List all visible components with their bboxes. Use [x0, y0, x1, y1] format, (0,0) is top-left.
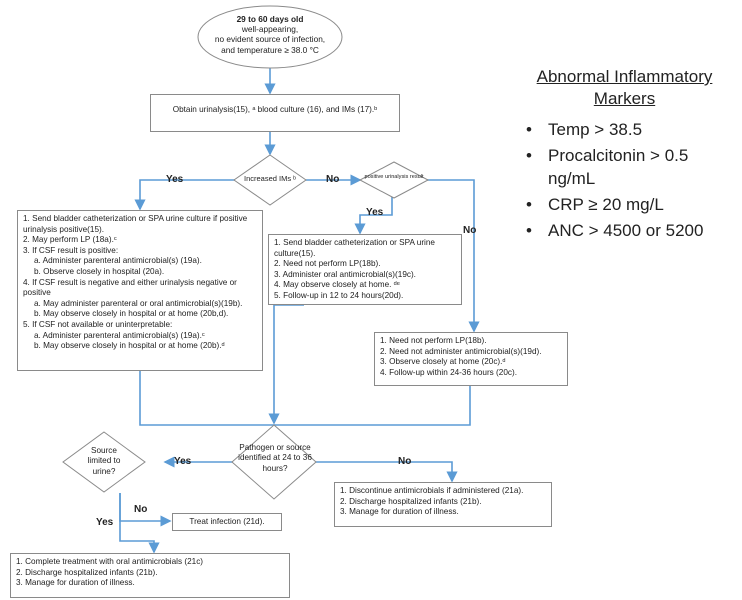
decision-source-limited-label: Source limited to urine?: [87, 446, 121, 476]
mid-item-3: 3. Administer oral antimicrobial(s)(19c)…: [274, 269, 416, 279]
label-no-1: No: [326, 174, 340, 185]
right-item-2: 2. Need not administer antimicrobial(s)(…: [380, 346, 542, 356]
start-node: 29 to 60 days old well-appearing, no evi…: [200, 14, 340, 55]
label-no-4: No: [134, 504, 148, 515]
start-line-3: no evident source of infection,: [214, 34, 326, 45]
decision-pathogen-identified: [231, 424, 317, 500]
obtain-tests-text: Obtain urinalysis(15), ᵃ blood culture (…: [172, 105, 378, 114]
left-item-4a: a. May administer parenteral or oral ant…: [34, 298, 243, 308]
label-yes-3: Yes: [174, 456, 192, 467]
marker-crp: CRP ≥ 20 mg/L: [548, 195, 664, 214]
mid-item-2: 2. Need not perform LP(18b).: [274, 259, 381, 269]
marker-item: •ANC > 4500 or 5200: [526, 221, 704, 240]
marker-item: •Temp > 38.5: [526, 120, 643, 139]
no-item-3: 3. Manage for duration of illness.: [340, 507, 459, 517]
box-positive-urinalysis-no: 1. Need not perform LP(18b). 2. Need not…: [374, 332, 568, 386]
mid-item-1: 1. Send bladder catheterization or SPA u…: [274, 238, 435, 258]
bottom-item-3: 3. Manage for duration of illness.: [16, 578, 135, 588]
panel-title-line-2: Markers: [593, 89, 656, 108]
left-item-4: 4. If CSF result is negative and either …: [23, 277, 237, 298]
marker-anc: ANC > 4500 or 5200: [548, 221, 704, 240]
bottom-item-1: 1. Complete treatment with oral antimicr…: [16, 557, 204, 566]
marker-temp: Temp > 38.5: [548, 120, 643, 139]
bottom-item-2: 2. Discharge hospitalized infants (21b).: [16, 567, 158, 577]
start-age: 29 to 60 days old: [236, 14, 304, 24]
left-item-3: 3. If CSF result is positive:: [23, 245, 119, 255]
decision-increased-ims: [233, 154, 307, 206]
left-item-2: 2. May perform LP (18a).ᶜ: [23, 235, 117, 245]
inflammatory-markers-panel: Abnormal Inflammatory Markers •Temp > 38…: [512, 66, 737, 245]
decision-increased-ims-label: Increased IMs ᵇ: [243, 174, 297, 183]
box-source-limited-yes: 1. Complete treatment with oral antimicr…: [10, 553, 290, 598]
left-item-5b: b. May observe closely in hospital or at…: [34, 341, 225, 351]
start-line-4: and temperature ≥ 38.0 °C: [221, 44, 319, 55]
box-treat-infection: Treat infection (21d).: [172, 513, 282, 531]
mid-item-5: 5. Follow-up in 12 to 24 hours(20d).: [274, 290, 404, 300]
treat-text: Treat infection (21d).: [189, 517, 265, 526]
decision-positive-urinalysis-label: positive urinalysis result: [364, 174, 424, 180]
decision-positive-urinalysis: [358, 161, 430, 199]
start-oval: [197, 5, 343, 69]
right-item-3: 3. Observe closely at home (20c).ᵈ: [380, 357, 506, 367]
right-item-4: 4. Follow-up within 24-36 hours (20c).: [380, 367, 517, 377]
decision-source-limited: [62, 431, 146, 493]
no-item-2: 2. Discharge hospitalized infants (21b).: [340, 496, 482, 506]
obtain-tests-box: Obtain urinalysis(15), ᵃ blood culture (…: [150, 94, 400, 132]
left-item-3b: b. Observe closely in hospital (20a).: [34, 266, 165, 276]
left-item-3a: a. Administer parenteral antimicrobial(s…: [34, 256, 202, 266]
label-yes-4: Yes: [96, 517, 114, 528]
no-item-1: 1. Discontinue antimicrobials if adminis…: [340, 486, 524, 495]
right-item-1: 1. Need not perform LP(18b).: [380, 336, 487, 345]
left-item-4b: b. May observe closely in hospital or at…: [34, 309, 229, 319]
left-item-5: 5. If CSF not available or uninterpretab…: [23, 319, 173, 329]
marker-item: •CRP ≥ 20 mg/L: [526, 195, 664, 214]
mid-item-4: 4. May observe closely at home. ᵈᵉ: [274, 280, 400, 290]
box-positive-urinalysis-yes: 1. Send bladder catheterization or SPA u…: [268, 234, 462, 305]
marker-procalcitonin: Procalcitonin > 0.5 ng/mL: [548, 146, 689, 188]
label-no-2: No: [463, 225, 477, 236]
marker-item: •Procalcitonin > 0.5 ng/mL: [526, 146, 689, 188]
left-item-1: 1. Send bladder catheterization or SPA u…: [23, 214, 248, 234]
box-increased-ims-yes: 1. Send bladder catheterization or SPA u…: [17, 210, 263, 371]
markers-list: •Temp > 38.5 •Procalcitonin > 0.5 ng/mL …: [512, 118, 737, 242]
left-item-5a: a. Administer parenteral antimicrobial(s…: [34, 330, 205, 340]
label-yes-1: Yes: [166, 174, 184, 185]
box-pathogen-no: 1. Discontinue antimicrobials if adminis…: [334, 482, 552, 527]
label-yes-2: Yes: [366, 207, 384, 218]
label-no-3: No: [398, 456, 412, 467]
panel-title-line-1: Abnormal Inflammatory: [536, 67, 713, 86]
decision-pathogen-label: Pathogen or source identified at 24 to 3…: [238, 443, 312, 473]
start-line-2: well-appearing,: [241, 24, 299, 35]
